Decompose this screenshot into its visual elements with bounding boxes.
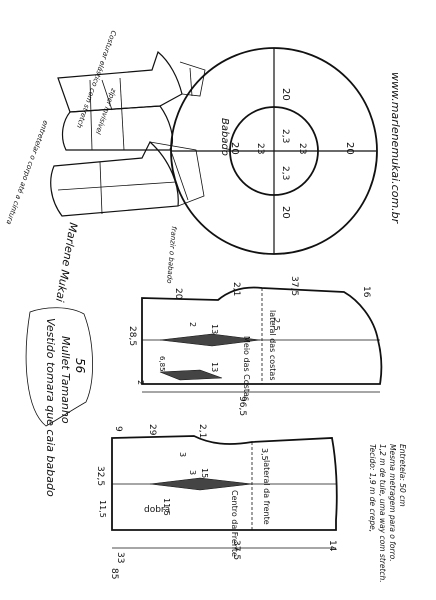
materials-line-4: Entretela: 50 cm — [398, 444, 407, 507]
front-dim-dart-depth: 15 — [200, 468, 209, 478]
note-ruffle: franzir o babado — [165, 226, 178, 284]
note-elastic: Costurar elástico com stretch — [75, 29, 118, 129]
dress-sketch-back — [57, 50, 206, 151]
back-dim-top-right: 37,5 — [289, 276, 299, 296]
back-dim-dart-depth: 13 — [210, 324, 219, 334]
front-side-label: lateral da frente — [262, 460, 271, 525]
back-pattern-piece: Meio das Costas lateral das costas 20 2,… — [127, 276, 383, 416]
website-url: www.marlenemukai.com.br — [389, 72, 402, 225]
ruffle-pattern: Babado 20 20 20 20 2,3 23 23 2,3 — [170, 47, 378, 255]
front-dim-right-val: 37,5 — [231, 540, 241, 560]
title-size: 56 — [73, 358, 87, 374]
front-dim-left-height: 32,5 — [95, 466, 105, 486]
front-dim-top-right-small: 2,1 — [197, 424, 207, 438]
ruffle-dim-bottom: 20 — [280, 206, 291, 219]
title-block: Vestido tomara que caia babado Mullet Ta… — [25, 307, 93, 497]
back-center-label: Meio das Costas — [242, 336, 251, 401]
title-line2: Mullet Tamanho — [59, 336, 72, 424]
note-lining: entretelar o corpo até a cintura — [4, 119, 49, 225]
title-line1: Vestido tomara que caia babado — [44, 318, 57, 497]
materials-line-2: 1,2 m de tule, uma way com stretch. — [378, 444, 387, 583]
ruffle-dim-top: 20 — [280, 88, 291, 101]
materials-line-3: Mesma metragem para o forro. — [388, 444, 397, 562]
back-dim-lower: 13 — [210, 362, 219, 372]
front-dim-lower-dart: 11,5 — [162, 498, 171, 516]
materials-block: Tecido: 1,9 m de crepe, 1,2 m de tule, u… — [368, 444, 407, 583]
back-dim-dart-width: 2 — [188, 322, 197, 327]
materials-line-1: Tecido: 1,9 m de crepe, — [368, 444, 377, 532]
ruffle-dim-left: 20 — [229, 142, 240, 155]
front-dim-total-length: 85 — [109, 568, 119, 579]
back-dim-left-height: 28,5 — [127, 326, 137, 346]
ruffle-dim-inner-left: 23 — [255, 143, 265, 154]
front-dim-bottom-right: 14 — [327, 540, 337, 552]
dress-sketch-front — [50, 141, 205, 217]
front-dim-dart-width: 3 — [188, 470, 197, 475]
back-dim-total-length: 96,5 — [237, 396, 247, 416]
back-dim-side-dart: 2,5 — [272, 318, 281, 331]
back-side-label: lateral das costas — [268, 310, 277, 381]
back-dim-top-width-right: 2,1 — [231, 282, 241, 296]
back-dim-top-width: 20 — [173, 288, 183, 300]
ruffle-dim-inner-bottom: 2,3 — [280, 166, 290, 180]
front-pattern-piece: Centro da Frente lateral da frente dobra… — [95, 424, 338, 579]
back-dim-right-edge: 16 — [361, 286, 371, 298]
front-center-label: Centro da Frente — [230, 490, 239, 557]
front-fold-label: dobra — [144, 505, 170, 515]
ruffle-dim-right: 20 — [344, 142, 355, 155]
front-dim-left-lower: 11,5 — [98, 500, 107, 518]
front-dim-side-top: 3 — [178, 452, 187, 457]
front-dim-top-left: 9 — [113, 426, 123, 432]
back-dim-dart-small: 6,85 — [158, 356, 166, 372]
front-dim-bottom-left: 33 — [115, 552, 125, 563]
signature: Marlene Mukai — [53, 221, 80, 302]
ruffle-dim-inner-top: 2,3 — [280, 129, 290, 143]
front-dim-top-width: 29 — [147, 424, 157, 436]
front-dim-side-dart: 3,5 — [260, 448, 269, 461]
ruffle-dim-inner-right: 23 — [297, 143, 307, 154]
back-dim-bottom: 2 — [136, 380, 145, 385]
ruffle-label: Babado — [219, 118, 230, 156]
